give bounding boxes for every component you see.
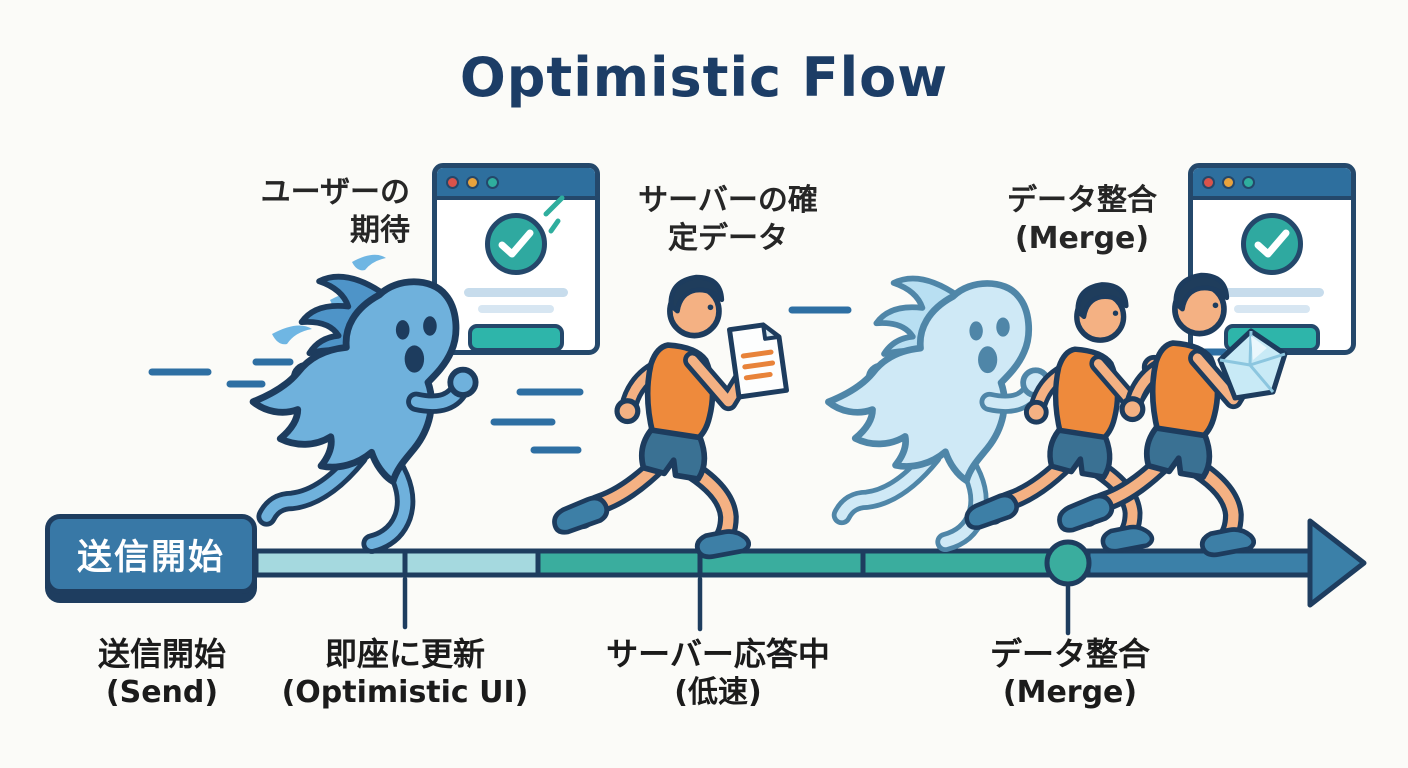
ghost-figure — [249, 273, 479, 554]
page-title: Optimistic Flow — [459, 46, 949, 109]
text-placeholder-line — [1220, 288, 1324, 297]
timeline-arrowhead — [1307, 518, 1367, 608]
milestone-server-response-en: (低速) — [674, 675, 762, 711]
checkmark-glyph — [498, 229, 534, 258]
timeline-segment-server-3 — [860, 548, 1053, 578]
timeline-arrow — [253, 518, 1367, 636]
caption-data-merge-line2: (Merge) — [1014, 221, 1150, 257]
caption-user-expectation-line1: ユーザーの — [260, 175, 410, 210]
data-crystal-icon — [1217, 328, 1288, 401]
server-document-icon — [727, 322, 789, 400]
browser-titlebar — [1193, 168, 1351, 200]
caption-server-data: サーバーの確 定データ — [606, 182, 850, 259]
milestone-data-merge-jp: データ整合 — [989, 635, 1150, 673]
milestone-send-en: (Send) — [105, 675, 219, 711]
milestone-optimistic-ui-jp: 即座に更新 — [324, 635, 485, 673]
runner-crystal-figure — [1050, 260, 1296, 562]
browser-window-optimistic — [432, 163, 600, 355]
send-start-badge: 送信開始 — [45, 514, 257, 594]
caption-user-expectation: ユーザーの 期待 — [232, 174, 410, 251]
caption-user-expectation-line2: 期待 — [350, 213, 410, 249]
text-placeholder-line — [1234, 305, 1310, 313]
window-dot-red-icon — [1202, 175, 1215, 189]
browser-titlebar — [437, 168, 595, 200]
milestone-data-merge-en: (Merge) — [1002, 675, 1138, 711]
window-dot-teal-icon — [486, 175, 499, 189]
milestone-server-response-jp: サーバー応答中 — [606, 635, 830, 673]
pale-ghost-figure — [825, 275, 1051, 553]
checkmark-glyph — [1254, 229, 1290, 258]
timeline-merge-node — [1044, 539, 1092, 587]
caption-server-data-line1: サーバーの確 — [638, 183, 818, 218]
window-dot-amber-icon — [466, 175, 479, 189]
text-placeholder-line — [478, 305, 554, 313]
send-start-badge-label: 送信開始 — [76, 537, 225, 578]
runner-server-figure — [545, 262, 791, 564]
milestone-data-merge: データ整合 (Merge) — [945, 634, 1195, 712]
window-dot-teal-icon — [1242, 175, 1255, 189]
confirm-button-placeholder — [468, 324, 564, 352]
success-check-icon — [1241, 213, 1303, 275]
caption-data-merge-line1: データ整合 — [1007, 183, 1157, 218]
caption-data-merge: データ整合 (Merge) — [978, 182, 1186, 259]
milestone-send: 送信開始 (Send) — [40, 634, 284, 712]
milestone-optimistic-ui-en: (Optimistic UI) — [281, 675, 529, 711]
sparkle-icon — [543, 195, 565, 234]
text-placeholder-line — [464, 288, 568, 297]
caption-server-data-line2: 定データ — [668, 221, 788, 257]
milestone-server-response: サーバー応答中 (低速) — [585, 634, 851, 712]
milestone-send-jp: 送信開始 — [97, 635, 226, 673]
window-dot-red-icon — [446, 175, 459, 189]
success-check-icon — [485, 213, 547, 275]
window-dot-amber-icon — [1222, 175, 1235, 189]
milestone-optimistic-ui: 即座に更新 (Optimistic UI) — [275, 634, 535, 712]
